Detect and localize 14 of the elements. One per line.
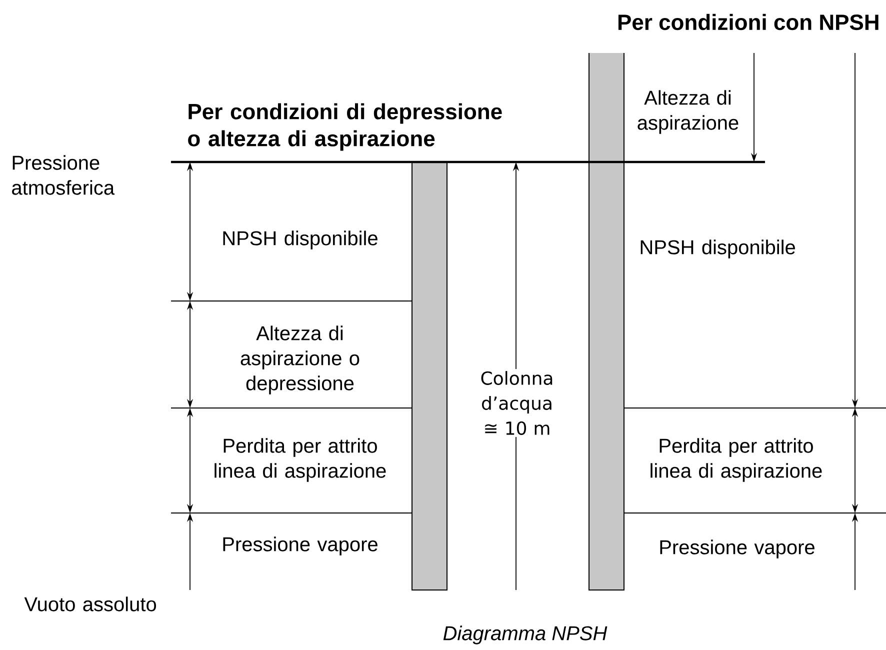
level-label: Pressione atmosferica [12, 155, 115, 195]
caption: Diagramma NPSH [443, 626, 608, 644]
dimension-label: Altezza di aspirazione [638, 90, 738, 134]
dimension-label: Altezza di aspirazione o depressione [240, 326, 360, 394]
dimension-label: NPSH disponibile [640, 240, 795, 258]
dimension-label: Perdita per attrito linea di aspirazione [214, 438, 386, 482]
dimension-label: Perdita per attrito linea di aspirazione [650, 438, 822, 482]
dimension-label: NPSH disponibile [223, 230, 378, 250]
level-label: Vuoto assoluto [24, 596, 156, 612]
dimension-label: Colonna d’acqua ≅ 10 m [470, 369, 564, 437]
heading: Per condizioni di depressione o altezza di aspirazione [188, 103, 502, 151]
dimension-label: Pressione vapore [660, 540, 814, 558]
heading: Per condizioni con NPSH [618, 14, 878, 30]
dimension-label: Pressione vapore [223, 536, 378, 556]
